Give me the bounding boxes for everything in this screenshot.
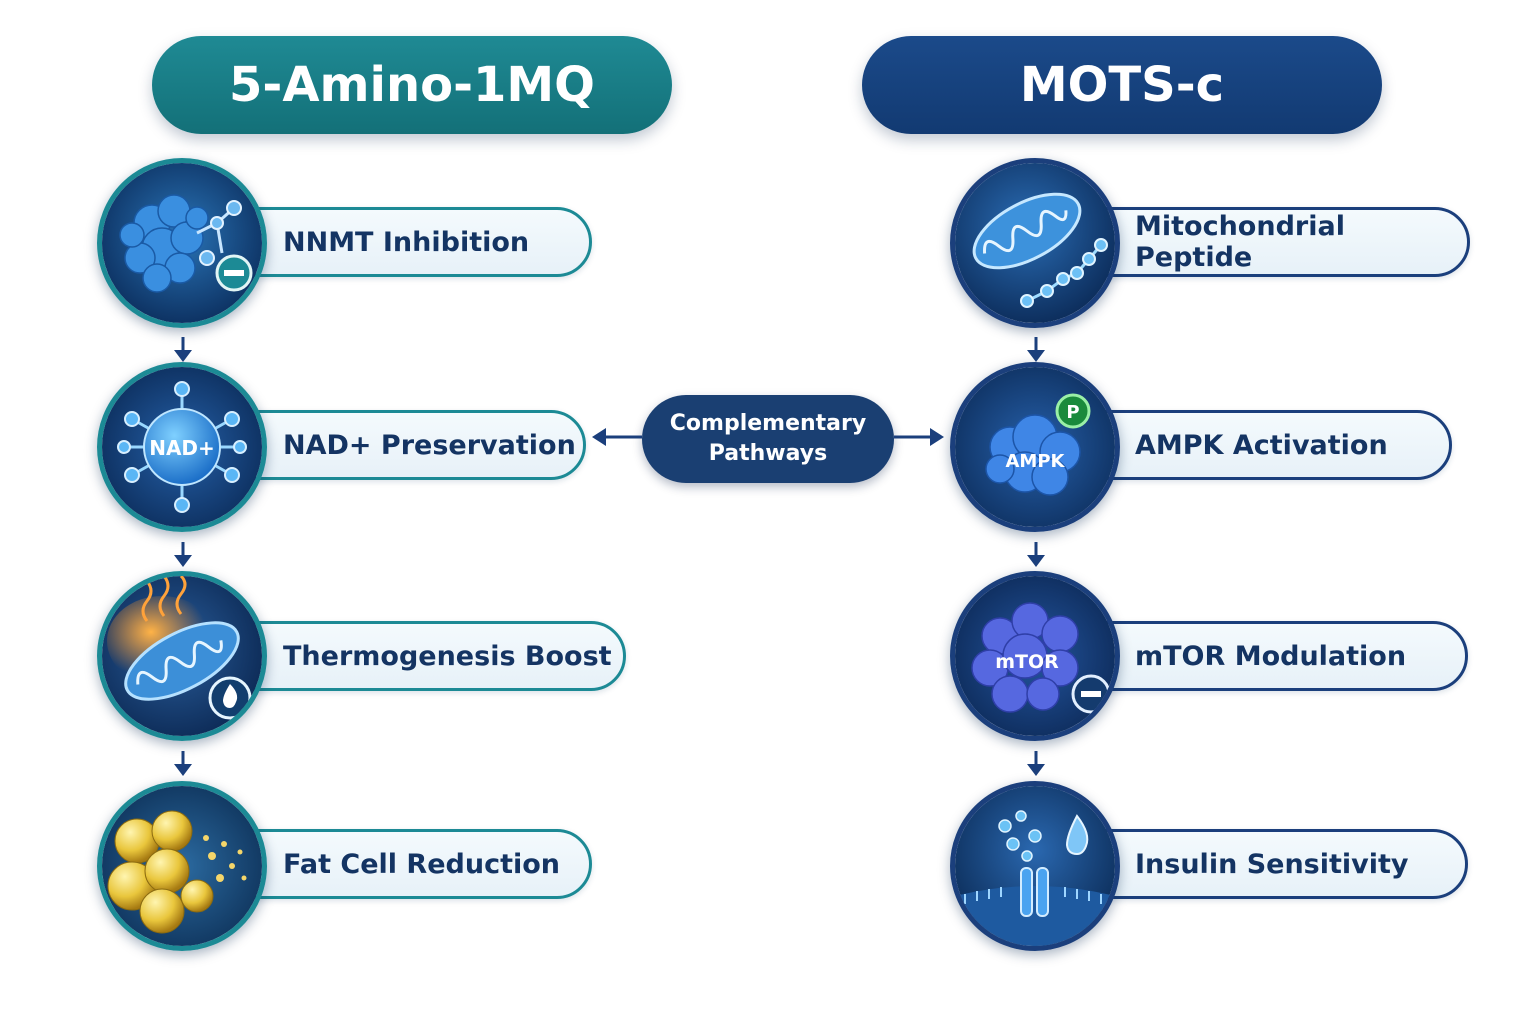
nad-molecule-icon: NAD+ [97, 362, 267, 532]
arrow-down-icon [174, 542, 192, 567]
center-line-2: Pathways [708, 441, 828, 466]
arrow-left-icon [592, 428, 642, 446]
fat-cells-icon [97, 781, 267, 951]
mitochondria-heat-icon [97, 571, 267, 741]
step-thermogenesis-boost: Thermogenesis Boost [210, 621, 626, 691]
step-nad-preservation: NAD+ Preservation [210, 410, 586, 480]
nad-badge: NAD+ [149, 436, 215, 460]
step-fat-cell-reduction: Fat Cell Reduction [210, 829, 592, 899]
step-label: NNMT Inhibition [283, 226, 530, 258]
step-mitochondrial-peptide: Mitochondrial Peptide [1062, 207, 1470, 277]
complementary-pathways-label: Complementary Pathways [642, 395, 894, 483]
step-label: NAD+ Preservation [283, 429, 576, 461]
step-insulin-sensitivity: Insulin Sensitivity [1062, 829, 1468, 899]
ampk-protein-icon: AMPK P [950, 362, 1120, 532]
arrow-down-icon [1027, 337, 1045, 362]
step-label: Mitochondrial Peptide [1135, 211, 1345, 273]
mtor-protein-icon: mTOR [950, 571, 1120, 741]
step-label: AMPK Activation [1135, 429, 1388, 461]
arrow-right-icon [894, 428, 944, 446]
protein-inhibition-icon [97, 158, 267, 328]
arrow-down-icon [174, 337, 192, 362]
left-column-title: 5-Amino-1MQ [152, 36, 672, 134]
center-line-1: Complementary [669, 411, 867, 436]
right-column-title: MOTS-c [862, 36, 1382, 134]
step-mtor-modulation: mTOR Modulation [1062, 621, 1468, 691]
arrow-down-icon [1027, 751, 1045, 776]
step-label: mTOR Modulation [1135, 640, 1407, 672]
mitochondria-peptide-icon [950, 158, 1120, 328]
step-label: Insulin Sensitivity [1135, 848, 1409, 880]
insulin-receptor-icon [950, 781, 1120, 951]
step-nnmt-inhibition: NNMT Inhibition [210, 207, 592, 277]
mtor-badge: mTOR [995, 651, 1059, 673]
arrow-down-icon [174, 751, 192, 776]
step-label: Fat Cell Reduction [283, 848, 561, 880]
ampk-badge: AMPK [1006, 451, 1066, 472]
step-label: Thermogenesis Boost [283, 640, 612, 672]
step-ampk-activation: AMPK Activation [1062, 410, 1452, 480]
phosphate-marker: P [1066, 402, 1079, 423]
arrow-down-icon [1027, 542, 1045, 567]
